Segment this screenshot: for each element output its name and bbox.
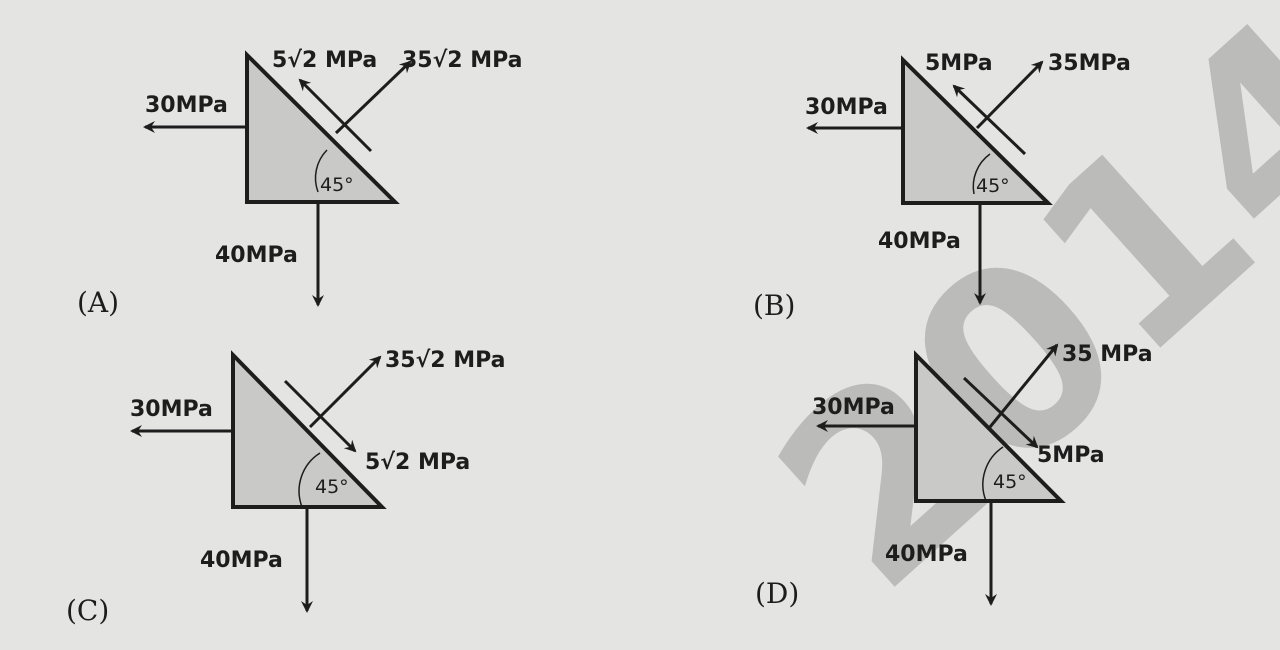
angle-label: 45° xyxy=(315,476,349,498)
shear-stress-arrow xyxy=(952,84,1027,156)
option-d: 30MPa 40MPa 35 MPa 5MPa 45° (D) xyxy=(755,342,1153,610)
shear-stress-label: 5√2 MPa xyxy=(272,48,377,73)
shear-stress-arrow xyxy=(283,379,357,453)
stress-element-triangle xyxy=(901,55,1053,205)
vertical-stress-label: 40MPa xyxy=(885,542,968,567)
angle-arc xyxy=(314,149,328,193)
angle-label: 45° xyxy=(320,174,354,196)
option-a: 30MPa 40MPa 5√2 MPa 35√2 MPa 45° (A) xyxy=(77,48,523,319)
option-c: 30MPa 40MPa 35√2 MPa 5√2 MPa 45° (C) xyxy=(66,348,506,627)
shear-stress-label: 5√2 MPa xyxy=(365,450,470,475)
shear-stress-arrow xyxy=(298,78,373,153)
normal-stress-label: 35√2 MPa xyxy=(402,48,523,73)
shear-stress-label: 5MPa xyxy=(925,51,993,76)
angle-label: 45° xyxy=(993,471,1027,493)
stress-element-triangle xyxy=(914,350,1066,503)
vertical-stress-label: 40MPa xyxy=(215,243,298,268)
vertical-stress-label: 40MPa xyxy=(878,229,961,254)
normal-stress-arrow xyxy=(308,355,382,429)
option-label: (B) xyxy=(753,289,795,322)
horizontal-stress-label: 30MPa xyxy=(812,395,895,420)
shear-stress-label: 5MPa xyxy=(1037,443,1105,468)
vertical-stress-label: 40MPa xyxy=(200,548,283,573)
normal-stress-label: 35√2 MPa xyxy=(385,348,506,373)
option-b: 30MPa 40MPa 5MPa 35MPa 45° (B) xyxy=(753,51,1131,322)
normal-stress-label: 35 MPa xyxy=(1062,342,1153,367)
option-label: (A) xyxy=(77,286,119,319)
horizontal-stress-label: 30MPa xyxy=(145,93,228,118)
normal-stress-arrow xyxy=(334,60,412,135)
angle-arc xyxy=(298,452,321,508)
angle-arc xyxy=(972,153,991,195)
normal-stress-label: 35MPa xyxy=(1048,51,1131,76)
option-label: (C) xyxy=(66,594,109,627)
angle-arc xyxy=(982,446,1004,502)
horizontal-stress-label: 30MPa xyxy=(805,95,888,120)
horizontal-stress-label: 30MPa xyxy=(130,397,213,422)
shear-stress-arrow xyxy=(962,376,1039,449)
angle-label: 45° xyxy=(976,175,1010,197)
option-label: (D) xyxy=(755,577,799,610)
